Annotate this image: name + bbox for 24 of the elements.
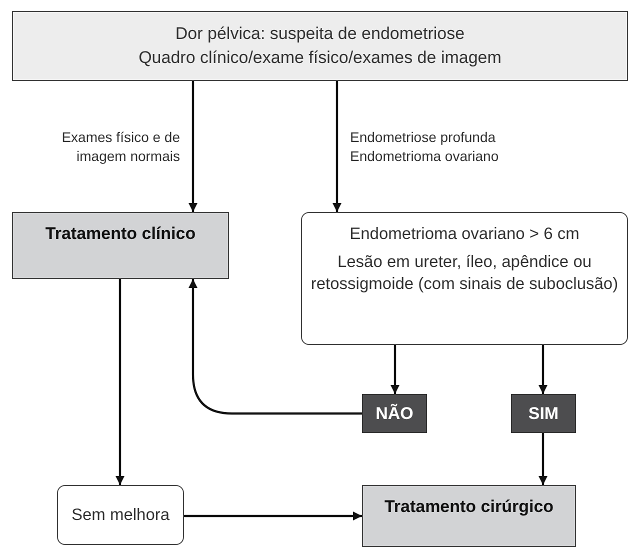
node-text: Sem melhora: [71, 505, 170, 526]
arrow: [390, 345, 400, 394]
node-text: NÃO: [376, 404, 414, 424]
node-text: Dor pélvica: suspeita de endometriose: [175, 23, 465, 45]
node-text: Tratamento cirúrgico: [384, 496, 554, 518]
condition-box: [301, 212, 628, 345]
treatment-box: [12, 212, 229, 279]
node-text: Endometrioma ovariano > 6 cm: [350, 224, 580, 245]
node-text: Quadro clínico/exame físico/exames de imagem: [138, 47, 502, 69]
outcome-box: [57, 485, 184, 545]
arrow: [538, 433, 548, 485]
answer-tag: [362, 394, 427, 433]
answer-tag: [511, 394, 576, 433]
arrow: [332, 81, 342, 212]
arrow: [184, 512, 362, 520]
node-text: SIM: [528, 404, 559, 424]
treatment-box: [362, 485, 576, 547]
node-text: Lesão em ureter, íleo, apêndice ou retossigmoide (com sinais de suboclusão): [310, 252, 620, 295]
arrow: [116, 279, 124, 485]
arrow: [538, 345, 548, 394]
arrow: [188, 81, 198, 212]
arrow: [188, 279, 362, 415]
process-box: [12, 11, 628, 81]
node-text: Tratamento clínico: [45, 223, 196, 245]
